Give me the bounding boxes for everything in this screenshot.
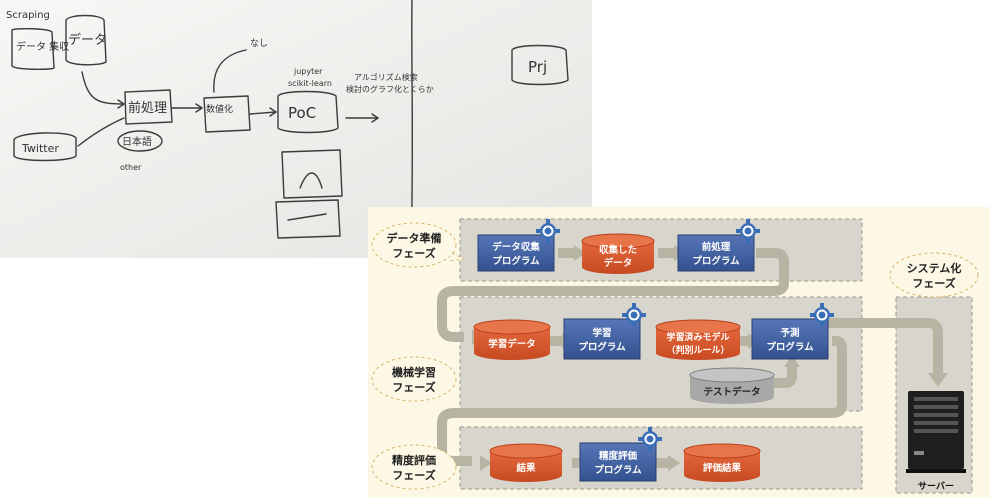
svg-text:学習データ: 学習データ (488, 338, 536, 350)
svg-text:学習済みモデル: 学習済みモデル (666, 331, 729, 343)
sketch-arrow-2 (77, 117, 125, 147)
note-numbers: 数値化 (206, 103, 233, 115)
svg-text:精度評価: 精度評価 (392, 453, 436, 467)
data-collected: 収集した データ (581, 233, 655, 274)
svg-text:プログラム: プログラム (492, 255, 540, 267)
data-model: 学習済みモデル （判別ルール） (655, 319, 741, 360)
svg-text:プログラム: プログラム (578, 341, 626, 353)
diagram-canvas: データ準備 フェーズ 機械学習 フェーズ 精度評価 フェーズ システム化 フェー… (371, 218, 979, 494)
bubble-eval: 精度評価 フェーズ (371, 444, 457, 490)
note-data-collect: データ 集収 (16, 40, 69, 53)
note-nashi: なし (250, 38, 268, 49)
svg-text:評価結果: 評価結果 (703, 462, 742, 474)
server-label: サーバー (918, 481, 954, 492)
svg-text:テストデータ: テストデータ (703, 386, 760, 398)
note-sklearn: scikit-learn (288, 79, 332, 88)
data-eval-result: 評価結果 (683, 443, 761, 482)
svg-text:プログラム: プログラム (692, 255, 740, 267)
note-twitter: Twitter (21, 142, 59, 155)
connector-to-server (828, 318, 943, 373)
sketch-curve (299, 172, 323, 189)
svg-text:フェーズ: フェーズ (392, 380, 435, 394)
sketch-arrow-6 (213, 49, 247, 93)
svg-text:収集した: 収集した (599, 244, 637, 256)
svg-text:プログラム: プログラム (766, 341, 814, 353)
workflow-diagram: データ準備 フェーズ 機械学習 フェーズ 精度評価 フェーズ システム化 フェー… (368, 207, 990, 498)
gear-icon (638, 427, 662, 451)
note-prj: Prj (528, 58, 547, 76)
svg-text:プログラム: プログラム (594, 464, 642, 476)
sketch-box-numeric (203, 95, 251, 133)
bubble-ml: 機械学習 フェーズ (371, 356, 457, 402)
program-preprocess: 前処理 プログラム (677, 234, 755, 272)
data-result: 結果 (489, 443, 563, 482)
sketch-box-twitter (13, 132, 77, 162)
sketch-box-preprocess (124, 89, 173, 125)
sketch-box-tes (65, 14, 107, 66)
note-algo2: 検討のグラフ化とくらか (346, 84, 434, 94)
svg-text:フェーズ: フェーズ (392, 468, 435, 482)
sketch-box-poc (277, 90, 339, 134)
data-learn: 学習データ (473, 319, 551, 360)
sketch-line (287, 213, 327, 221)
whiteboard-photo: Scraping データ 集収 データ 前処理 日本語 Twitter 数値化 … (0, 0, 592, 258)
svg-text:データ: データ (604, 257, 633, 269)
svg-text:フェーズ: フェーズ (392, 246, 435, 260)
note-jupyter: jupyter (293, 67, 323, 76)
sketch-arrow-1 (81, 71, 125, 105)
gear-icon (810, 303, 834, 327)
svg-text:機械学習: 機械学習 (392, 365, 436, 379)
gear-icon (536, 219, 560, 243)
server-icon (906, 391, 966, 473)
sketch-oval-japanese (117, 130, 163, 152)
bubble-system: システム化 フェーズ (889, 252, 979, 298)
sketch-box-prj (511, 44, 569, 86)
svg-text:結果: 結果 (516, 462, 536, 474)
gear-icon (736, 219, 760, 243)
svg-text:予測: 予測 (780, 327, 799, 339)
svg-text:データ収集: データ収集 (492, 241, 540, 253)
gear-icon (622, 303, 646, 327)
note-scraping: Scraping (6, 10, 50, 21)
svg-text:前処理: 前処理 (702, 241, 731, 253)
svg-text:学習: 学習 (592, 327, 611, 339)
svg-text:システム化: システム化 (907, 261, 962, 275)
sketch-chart-1 (281, 149, 343, 199)
note-tes: データ (68, 32, 107, 48)
sketch-chart-2 (275, 199, 341, 239)
bubble-data-prep: データ準備 フェーズ (371, 222, 466, 268)
program-learn: 学習 プログラム (563, 318, 641, 360)
note-japanese: 日本語 (122, 135, 152, 148)
svg-text:フェーズ: フェーズ (912, 276, 955, 290)
program-eval: 精度評価 プログラム (579, 442, 657, 482)
svg-text:精度評価: 精度評価 (599, 450, 638, 462)
note-other: other (120, 163, 142, 172)
note-algo: アルゴリズム検索 (354, 72, 418, 82)
svg-text:（判別ルール）: （判別ルール） (666, 344, 729, 356)
data-test: テストデータ (689, 367, 775, 404)
sketch-box-data-collect (11, 27, 55, 71)
svg-text:データ準備: データ準備 (387, 231, 442, 245)
connector-prep-to-ml (437, 248, 789, 342)
program-collect: データ収集 プログラム (477, 234, 555, 272)
program-predict: 予測 プログラム (751, 318, 829, 360)
note-preprocess: 前処理 (128, 100, 167, 116)
note-poc: PoC (288, 104, 316, 122)
sketch-arrow-4 (249, 111, 277, 115)
